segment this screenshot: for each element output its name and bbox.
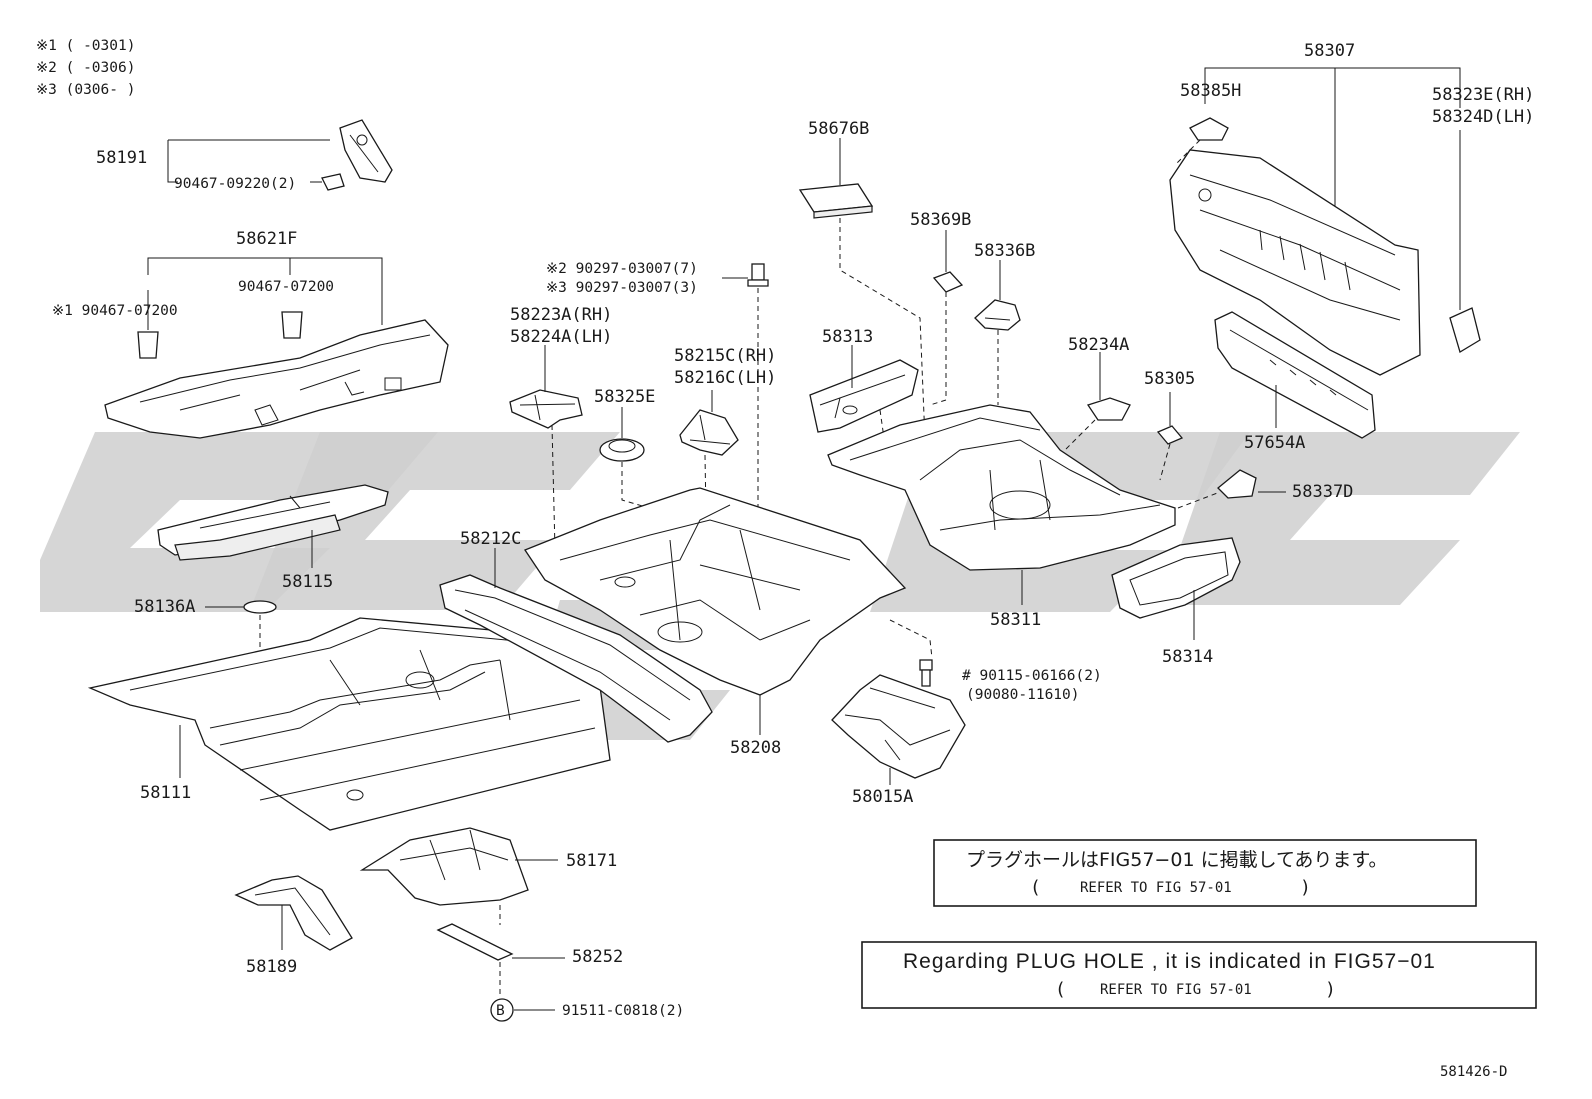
- note-box-en: Regarding PLUG HOLE , it is indicated in…: [861, 941, 1537, 1009]
- part-58212C: 58212C: [439, 529, 713, 743]
- part-58676B: 58676B: [798, 119, 926, 441]
- label-58191: 58191: [96, 148, 147, 168]
- part-58111-front-floor: 58111: [87, 617, 611, 831]
- label-58305: 58305: [1144, 369, 1195, 389]
- part-58621F: 58621F 90467-07200 ※1 90467-07200: [52, 229, 449, 439]
- note-en-text: Regarding PLUG HOLE , it is indicated in…: [903, 950, 1436, 973]
- label-90297-note2: ※2 90297-03007(7): [546, 261, 698, 277]
- label-90297-note3: ※3 90297-03007(3): [546, 280, 698, 296]
- note-box-jp: プラグホールはFIG57−01 に掲載してあります。 ( REFER TO FI…: [933, 839, 1477, 907]
- part-90297-03007: ※2 90297-03007(7) ※3 90297-03007(3): [546, 261, 769, 545]
- label-58323E: 58323E(RH): [1432, 85, 1534, 105]
- part-58015A: 58015A: [831, 619, 966, 807]
- label-58215C: 58215C(RH): [674, 346, 776, 366]
- part-58115: 58115: [157, 484, 389, 592]
- label-90467-07200: 90467-07200: [238, 279, 334, 295]
- label-57654A: 57654A: [1244, 433, 1305, 453]
- part-58208-center-floor: 58208: [524, 487, 907, 758]
- svg-text:(: (: [1055, 979, 1066, 1000]
- part-58305: 58305: [1144, 369, 1195, 481]
- label-58015A: 58015A: [852, 787, 913, 807]
- part-58215C: 58215C(RH) 58216C(LH): [674, 346, 776, 516]
- label-58369B: 58369B: [910, 210, 971, 230]
- part-58223A: 58223A(RH) 58224A(LH): [509, 305, 612, 551]
- svg-text:(: (: [1030, 877, 1041, 898]
- note-jp-ref: REFER TO FIG 57-01: [1080, 880, 1232, 896]
- label-58325E: 58325E: [594, 387, 655, 407]
- label-58676B: 58676B: [808, 119, 869, 139]
- label-58189: 58189: [246, 957, 297, 977]
- note-1: ※1 ( -0301): [36, 38, 135, 54]
- label-58313: 58313: [822, 327, 873, 347]
- part-58313: 58313: [809, 327, 919, 446]
- label-58208: 58208: [730, 738, 781, 758]
- label-90467-07200-note1: ※1 90467-07200: [52, 303, 178, 319]
- label-58336B: 58336B: [974, 241, 1035, 261]
- part-58337D: 58337D: [1217, 469, 1353, 502]
- part-58325E: 58325E: [594, 387, 691, 521]
- label-58314: 58314: [1162, 647, 1213, 667]
- label-58171: 58171: [566, 851, 617, 871]
- part-58252: 58252: [436, 923, 623, 995]
- note-en-ref: REFER TO FIG 57-01: [1100, 982, 1252, 998]
- part-58171: 58171: [359, 827, 617, 925]
- note-2: ※2 ( -0306): [36, 60, 135, 76]
- part-58307-rear-panel: 58307 58385H 58323E(RH) 58324D(LH): [1169, 41, 1534, 376]
- label-90467-09220: 90467-09220(2): [174, 176, 296, 192]
- label-58385H: 58385H: [1180, 81, 1241, 101]
- part-58369B: 58369B: [910, 210, 971, 406]
- label-58223A: 58223A(RH): [510, 305, 612, 325]
- bolt-b-marker: B: [496, 1003, 505, 1019]
- note-jp-text: プラグホールはFIG57−01 に掲載してあります。: [966, 849, 1388, 871]
- part-58314: 58314: [1111, 537, 1241, 667]
- part-58311-rear-floor: 58311: [827, 404, 1221, 630]
- label-58216C: 58216C(LH): [674, 368, 776, 388]
- label-58252: 58252: [572, 947, 623, 967]
- label-58115: 58115: [282, 572, 333, 592]
- part-58189: 58189: [234, 875, 353, 977]
- label-58136A: 58136A: [134, 597, 195, 617]
- label-58621F: 58621F: [236, 229, 297, 249]
- label-58311: 58311: [990, 610, 1041, 630]
- label-90080-11610: (90080-11610): [966, 687, 1080, 703]
- label-58337D: 58337D: [1292, 482, 1353, 502]
- label-58212C: 58212C: [460, 529, 521, 549]
- part-90115-06166: # 90115-06166(2) (90080-11610): [919, 659, 1102, 703]
- part-58336B: 58336B: [974, 241, 1035, 405]
- part-91511-C0818: B 91511-C0818(2): [490, 998, 684, 1022]
- part-57654A: 57654A: [1214, 311, 1376, 453]
- svg-text:): ): [1325, 979, 1336, 1000]
- label-91511-C0818: 91511-C0818(2): [562, 1003, 684, 1019]
- label-58111: 58111: [140, 783, 191, 803]
- label-58234A: 58234A: [1068, 335, 1129, 355]
- label-58324D: 58324D(LH): [1432, 107, 1534, 127]
- part-58234A: 58234A: [1049, 335, 1131, 466]
- note-3: ※3 (0306- ): [36, 82, 135, 98]
- document-id: 581426-D: [1440, 1064, 1507, 1080]
- svg-text:): ): [1300, 877, 1311, 898]
- part-58191-bracket: 58191 90467-09220(2): [96, 119, 393, 192]
- label-90115-06166: # 90115-06166(2): [962, 668, 1102, 684]
- applicability-notes: ※1 ( -0301) ※2 ( -0306) ※3 (0306- ): [36, 38, 135, 98]
- label-58224A: 58224A(LH): [510, 327, 612, 347]
- label-58307: 58307: [1304, 41, 1355, 61]
